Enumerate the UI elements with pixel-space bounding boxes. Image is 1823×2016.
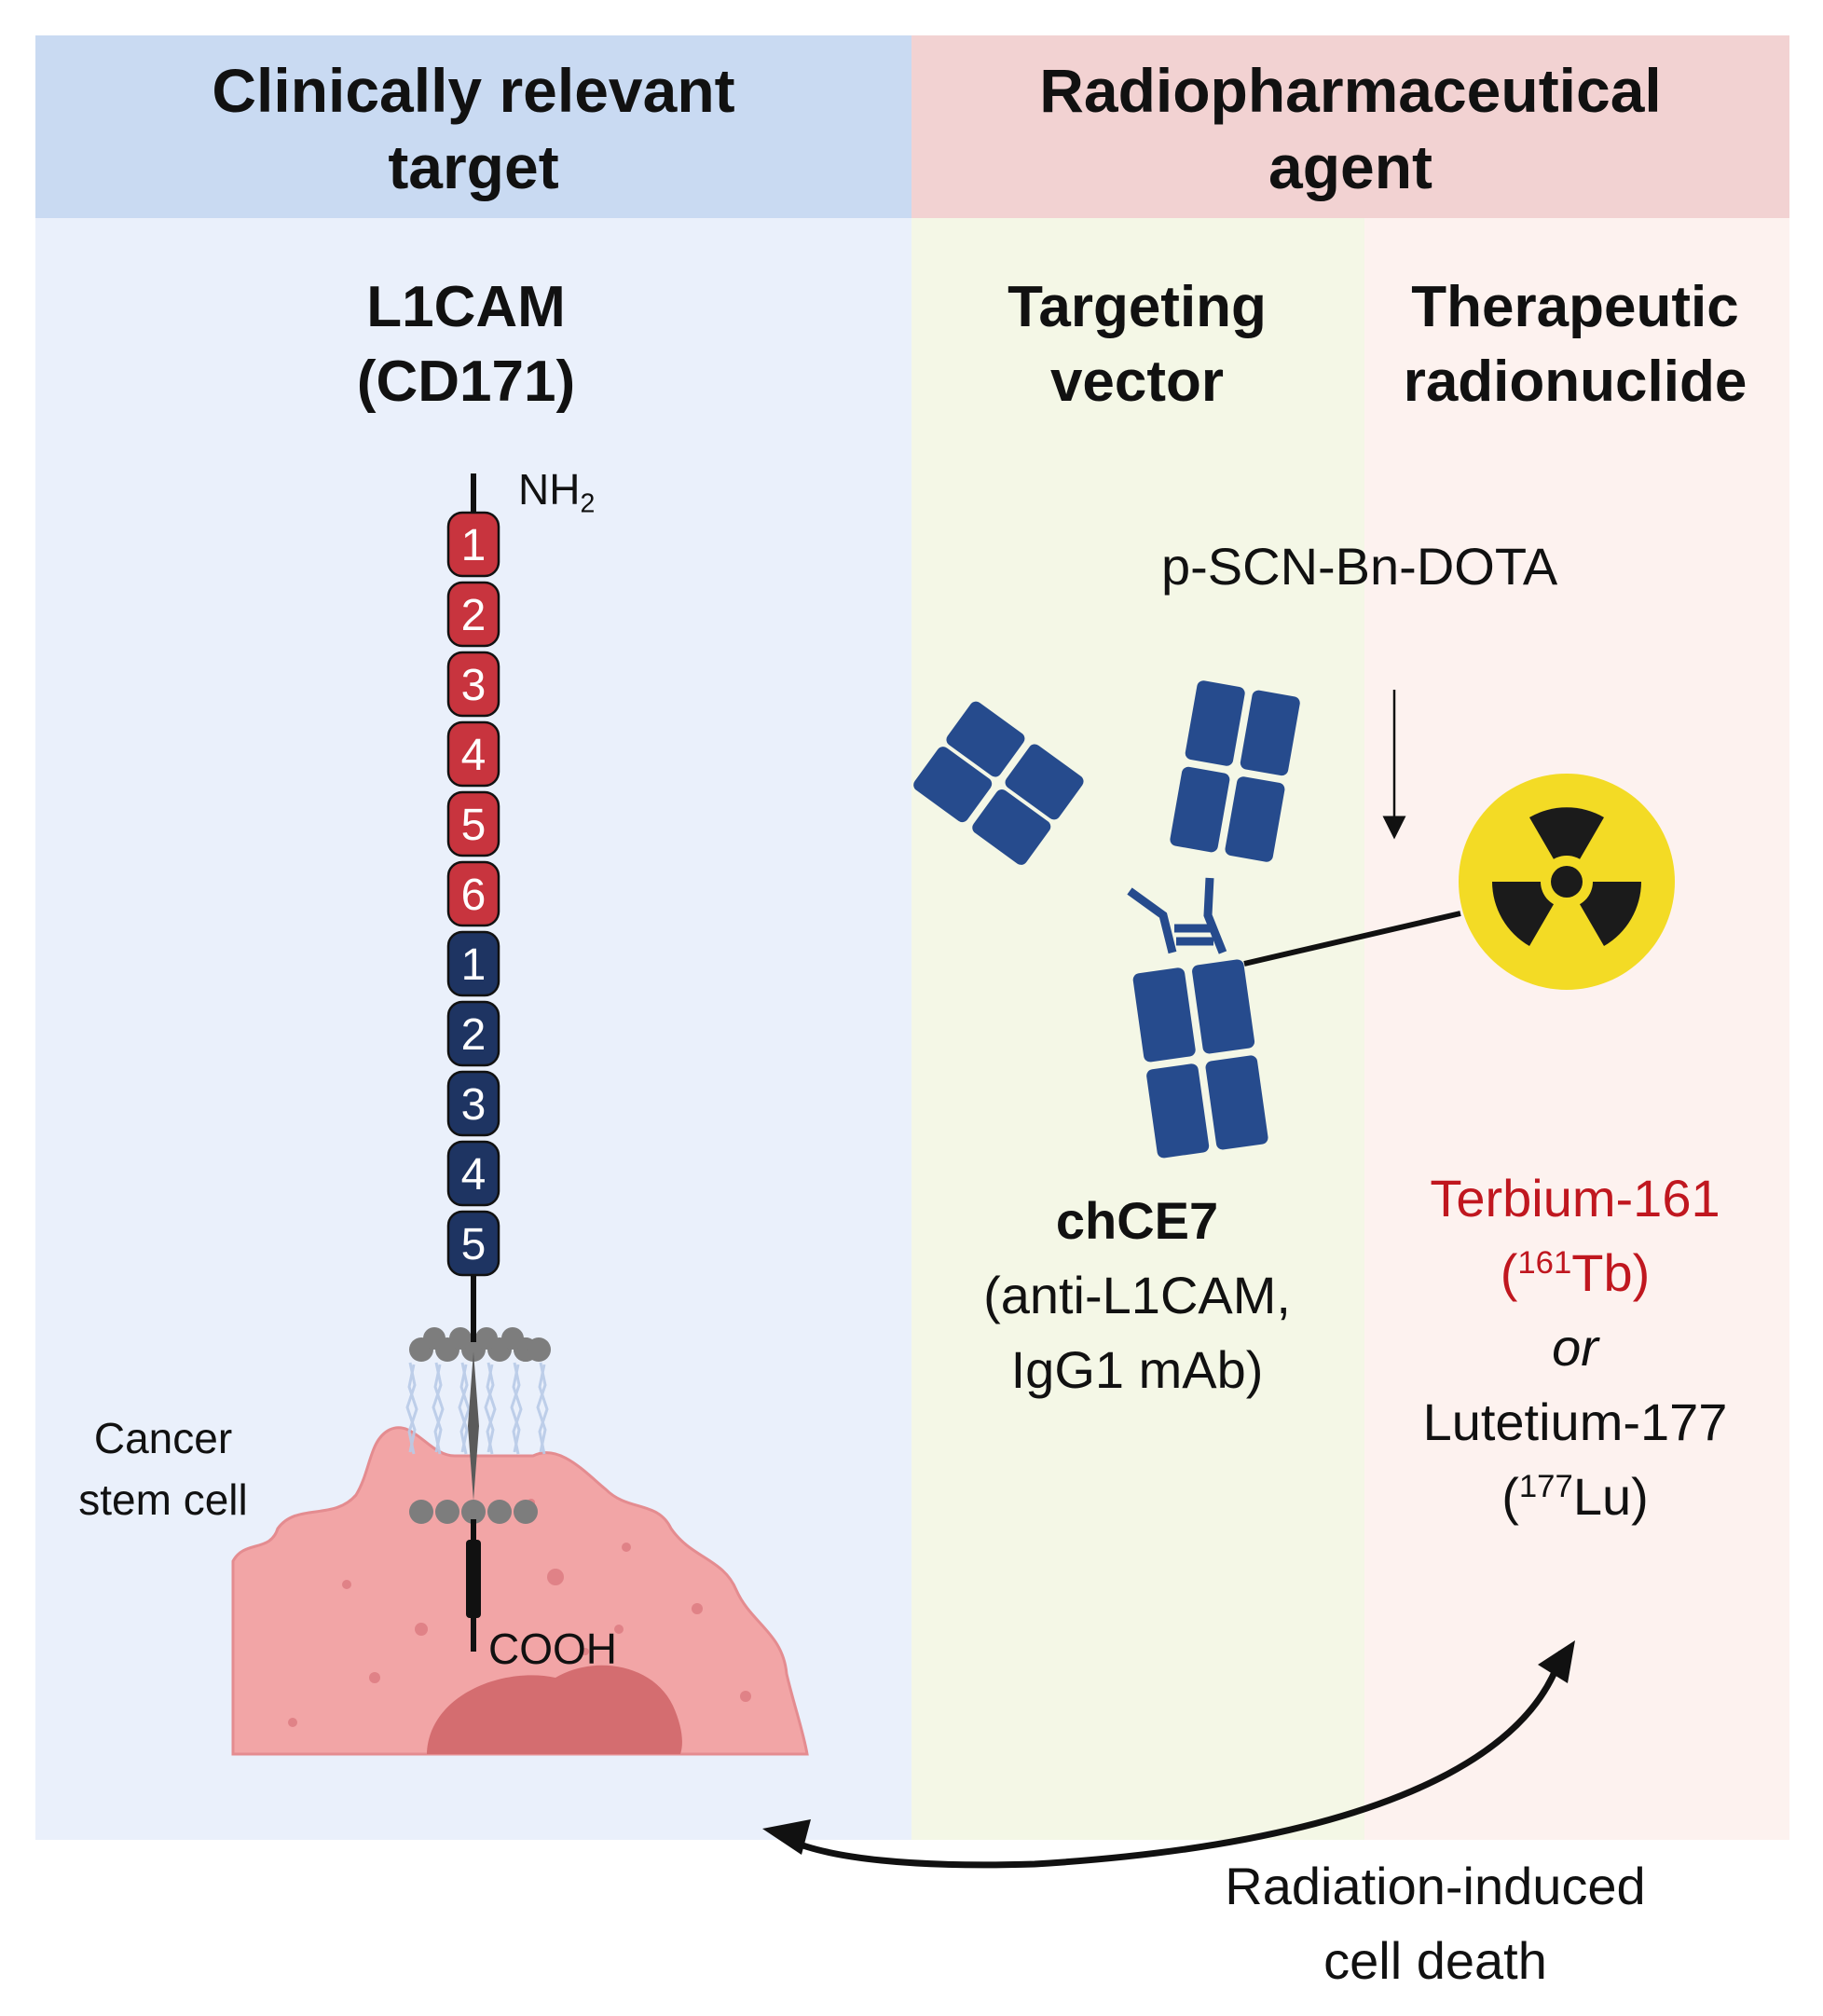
membrane-heads xyxy=(409,1327,551,1524)
lutetium-element: Lu xyxy=(1572,1467,1632,1526)
ig-domain-number: 3 xyxy=(461,661,487,710)
vector-title-line2: vector xyxy=(1049,350,1225,414)
fn3-domain xyxy=(446,1210,500,1277)
left-header: Clinically relevant target xyxy=(35,52,912,205)
left-header-line2: target xyxy=(388,132,559,201)
right-header-bg xyxy=(912,35,1789,218)
fn3-domain xyxy=(446,930,500,997)
cell-nucleus xyxy=(427,1665,682,1754)
antibody-name: chCE7 xyxy=(1055,1191,1219,1250)
target-name: L1CAM xyxy=(366,275,566,339)
terbium-name: Terbium-161 xyxy=(1430,1169,1720,1227)
cell-death-arrowhead-end xyxy=(762,1819,811,1855)
fn3-domain xyxy=(446,1070,500,1137)
fn3-domain-number: 1 xyxy=(461,940,487,990)
radionuclide-options: Terbium-161 (161Tb) or Lutetium-177 (177… xyxy=(1370,1161,1780,1534)
lutetium-symbol: (177Lu) xyxy=(1501,1467,1649,1526)
outcome-label: Radiation-induced cell death xyxy=(1146,1849,1724,1998)
fn3-domain xyxy=(446,1000,500,1067)
outcome-line1: Radiation-induced xyxy=(1225,1857,1646,1915)
terbium-mass: 161 xyxy=(1517,1244,1572,1281)
ig-domain xyxy=(446,720,500,788)
terbium-element: Tb xyxy=(1571,1243,1633,1302)
right-header: Radiopharmaceutical agent xyxy=(912,52,1789,205)
ig-domain-number: 6 xyxy=(461,871,487,920)
antibody-label: chCE7 (anti-L1CAM, IgG1 mAb) xyxy=(932,1184,1342,1407)
ig-domain xyxy=(446,860,500,927)
fn3-domain-number: 4 xyxy=(461,1150,487,1200)
antibody-desc-line1: (anti-L1CAM, xyxy=(983,1266,1291,1324)
antibody-desc-line2: IgG1 mAb) xyxy=(1010,1340,1264,1399)
radiation-icon xyxy=(1459,774,1675,990)
vector-column-bg xyxy=(912,218,1364,1840)
left-header-line1: Clinically relevant xyxy=(212,56,735,125)
antibody-chce7 xyxy=(913,680,1300,1159)
n-terminus-label: NH2 xyxy=(518,465,595,517)
fn3-domain-number: 2 xyxy=(461,1010,487,1060)
cytoplasmic-domain xyxy=(466,1540,481,1618)
ig-domain xyxy=(446,790,500,857)
n-terminus-base: NH xyxy=(518,465,581,514)
fn3-domain-number: 5 xyxy=(461,1220,487,1269)
l1cam-protein: 1 2 3 4 5 6 1 2 3 4 5 xyxy=(446,473,500,1652)
nuclide-column-bg xyxy=(1364,218,1789,1840)
ig-domain-number: 1 xyxy=(461,521,487,570)
right-header-line1: Radiopharmaceutical xyxy=(1039,56,1662,125)
lutetium-name: Lutetium-177 xyxy=(1422,1392,1728,1451)
target-title: L1CAM (CD171) xyxy=(280,270,652,419)
ig-domain-number: 2 xyxy=(461,591,487,640)
cell-death-arrow xyxy=(787,1651,1566,1869)
cell-death-arrowhead-start xyxy=(1538,1640,1575,1683)
fn3-domain-number: 3 xyxy=(461,1080,487,1130)
terbium-symbol: (161Tb) xyxy=(1500,1243,1651,1302)
cell-label-line2: stem cell xyxy=(78,1475,248,1524)
ig-domain-number: 5 xyxy=(461,801,487,850)
right-header-line2: agent xyxy=(1268,132,1433,201)
nuclide-title-line2: radionuclide xyxy=(1403,350,1748,414)
chelator-label: p-SCN-Bn-DOTA xyxy=(1161,537,1558,596)
lutetium-mass: 177 xyxy=(1518,1468,1573,1504)
target-alias: (CD171) xyxy=(356,350,576,414)
or-conjunction: or xyxy=(1552,1318,1598,1377)
ig-domain xyxy=(446,581,500,648)
nuclide-title-line1: Therapeutic xyxy=(1411,275,1739,339)
cell-label-line1: Cancer xyxy=(93,1414,233,1462)
vector-title-line1: Targeting xyxy=(1007,275,1267,339)
left-header-bg xyxy=(35,35,912,218)
ig-domain xyxy=(446,651,500,718)
nuclide-title: Therapeutic radionuclide xyxy=(1370,270,1780,419)
ig-domain xyxy=(446,511,500,578)
membrane-tails xyxy=(405,1362,549,1455)
vector-title: Targeting vector xyxy=(932,270,1342,419)
cytoplasm-granules xyxy=(288,1499,751,1727)
c-terminus-label: COOH xyxy=(488,1625,617,1673)
cell-label: Cancer stem cell xyxy=(56,1407,270,1530)
n-terminus-subscript: 2 xyxy=(580,488,596,519)
chelator-linker xyxy=(1243,911,1461,967)
ig-domain-number: 4 xyxy=(461,731,487,780)
transmembrane-helix xyxy=(468,1351,479,1501)
outcome-line2: cell death xyxy=(1323,1931,1547,1990)
fn3-domain xyxy=(446,1140,500,1207)
